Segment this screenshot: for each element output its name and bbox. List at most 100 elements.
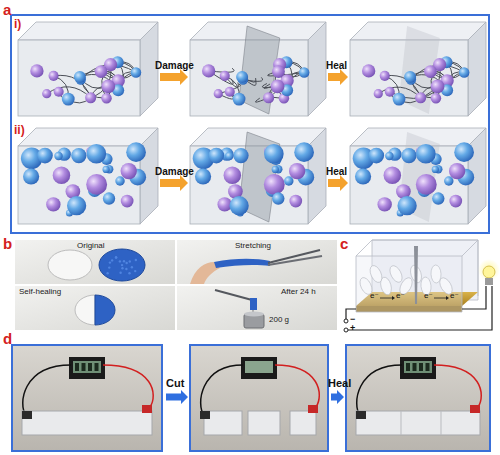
circuit-photo	[12, 345, 162, 451]
disk-texture	[121, 264, 123, 266]
material-cube	[190, 128, 326, 224]
blue-sphere	[67, 196, 86, 215]
clip	[22, 411, 32, 419]
lcd-screen	[404, 361, 432, 373]
blue-sphere	[209, 148, 225, 164]
purple-sphere	[220, 71, 230, 81]
blue-sphere	[264, 144, 284, 164]
photo-background	[177, 240, 337, 284]
blue-sphere	[404, 71, 416, 83]
purple-sphere	[42, 89, 51, 98]
blue-sphere	[272, 192, 284, 204]
purple-sphere	[272, 65, 285, 78]
damage-arrow	[160, 69, 188, 85]
purple-sphere	[377, 197, 391, 211]
photo-background	[177, 286, 337, 330]
step-label: Cut	[166, 377, 184, 389]
electron-arrow-head	[392, 296, 395, 300]
purple-sphere	[54, 87, 64, 97]
purple-sphere	[416, 174, 437, 195]
bulb-base	[485, 278, 493, 285]
material-cube	[18, 128, 158, 224]
blue-sphere	[126, 142, 146, 162]
photo-caption: Self-healing	[19, 288, 61, 297]
cut-arrow	[166, 390, 188, 404]
terminal-sign: +	[350, 324, 355, 334]
heal-arrow	[328, 175, 348, 191]
disk-texture	[135, 259, 137, 261]
electron-label: e⁻	[450, 292, 459, 301]
photo-panel: After 24 h200 g	[177, 286, 337, 330]
disk-texture	[125, 262, 127, 264]
lcd-digit	[419, 363, 423, 371]
panel-letter: d	[3, 331, 12, 348]
blue-sphere	[355, 168, 371, 184]
photo-caption: Original	[77, 242, 105, 251]
hanging-strip	[250, 298, 257, 310]
panel-d-art	[12, 345, 490, 451]
purple-sphere	[431, 80, 445, 94]
lcd-meter	[400, 357, 436, 379]
blue-sphere	[54, 152, 62, 160]
foil-pack	[22, 411, 152, 435]
circuit-photo	[346, 345, 490, 451]
blue-sphere	[195, 168, 211, 184]
damage-arrow	[160, 175, 188, 191]
photo-caption: 200 g	[269, 316, 289, 325]
purple-sphere	[289, 195, 302, 208]
blue-sphere	[103, 192, 115, 204]
heal-arrow	[328, 69, 348, 85]
blue-sphere	[233, 93, 246, 106]
healed-disk-white	[75, 295, 95, 325]
purple-sphere	[374, 89, 383, 98]
terminal	[344, 319, 348, 323]
purple-sphere	[49, 71, 59, 81]
blue-sphere	[115, 176, 124, 185]
clip	[200, 411, 210, 419]
blue-sphere	[236, 71, 248, 83]
panel-letter: a	[3, 2, 11, 19]
terminal	[344, 328, 348, 332]
photo-panel: Original	[15, 240, 175, 284]
blue-sphere	[385, 152, 393, 160]
step-label: Heal	[328, 377, 351, 389]
disk-texture	[111, 259, 113, 261]
foil-piece	[290, 411, 316, 435]
wire	[462, 286, 486, 309]
box-front	[356, 256, 462, 312]
disk-texture	[123, 260, 125, 262]
healed-seam	[401, 411, 402, 435]
purple-sphere	[424, 65, 437, 78]
weight-top	[244, 312, 264, 317]
electron-label: e⁻	[396, 292, 405, 301]
lcd-screen	[73, 361, 101, 373]
blue-sphere	[233, 148, 248, 163]
purple-sphere	[95, 65, 108, 78]
bulb	[483, 266, 495, 278]
lcd-digit	[95, 363, 99, 371]
blue-sphere	[229, 196, 248, 215]
clip	[356, 411, 366, 419]
clip	[142, 405, 152, 413]
lcd-meter	[69, 357, 105, 379]
blue-sphere	[397, 196, 416, 215]
purple-sphere	[30, 64, 43, 77]
blue-sphere	[401, 148, 416, 163]
tweezers	[268, 256, 322, 265]
electron-arrow	[434, 298, 446, 299]
purple-sphere	[415, 92, 426, 103]
disk-texture	[115, 256, 117, 258]
purple-sphere	[271, 80, 285, 94]
blue-sphere	[71, 148, 86, 163]
blue-sphere	[131, 67, 141, 77]
circuit-photo	[190, 345, 328, 451]
blue-sphere	[454, 142, 474, 162]
healed-seam	[441, 411, 442, 435]
photo-background	[15, 240, 175, 284]
disk-texture	[119, 260, 121, 262]
clip	[470, 405, 480, 413]
foil-piece	[248, 411, 280, 435]
blue-sphere	[432, 192, 444, 204]
material-cube	[350, 22, 486, 116]
blue-sphere	[444, 176, 453, 185]
